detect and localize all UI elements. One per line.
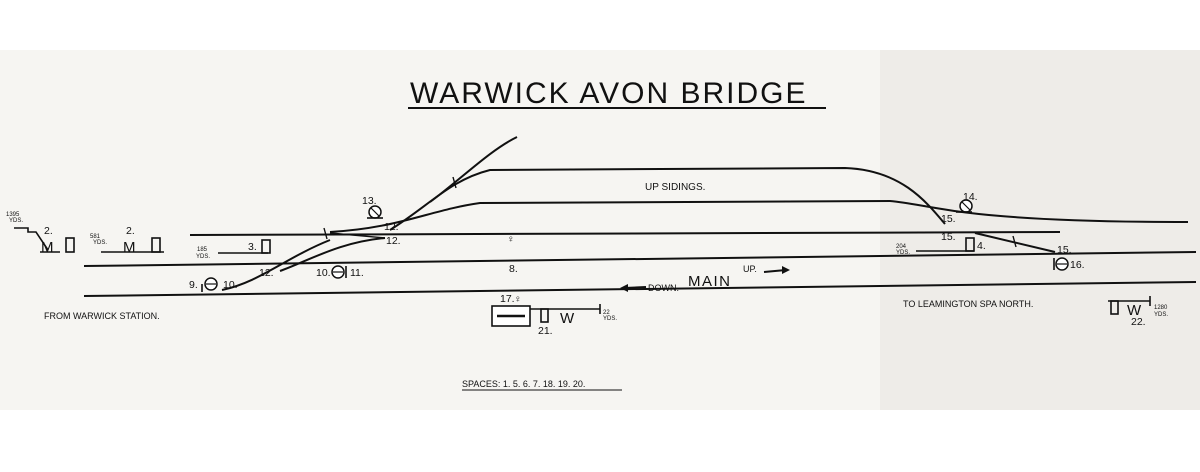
lever-15c-label: 15. [1057, 244, 1072, 256]
lever-16-label: 16. [1070, 259, 1085, 271]
distance-22-unit: YDS. [603, 316, 617, 322]
distance-185-unit: YDS. [196, 254, 210, 260]
ground-signal-16 [1053, 257, 1069, 271]
signal-21-arm: W [560, 310, 576, 327]
to-label: TO LEAMINGTON SPA NORTH. [903, 299, 1033, 309]
lever-9-label: 9. [189, 279, 198, 291]
lever-2-label: 2. [44, 225, 53, 237]
distance-1395-unit: YDS. [9, 218, 23, 224]
lever-17-symbol: ♀ [514, 294, 522, 305]
catch-point-tick [323, 227, 328, 240]
main-line-label: MAIN [688, 273, 732, 290]
home-signal-post [151, 237, 161, 253]
lever-15b-label: 15. [941, 231, 956, 243]
down-arrow-head [620, 284, 628, 292]
lever-2b-label: 2. [126, 225, 135, 237]
diagram-title: WARWICK AVON BRIDGE [410, 77, 808, 110]
lever-12c-label: 12. [386, 235, 401, 247]
lever-8-symbol: ♀ [507, 234, 515, 245]
signal-4-post [965, 237, 975, 252]
distance-1395: 1395 [6, 212, 20, 218]
lever-11-label: 11. [350, 267, 364, 279]
lever-10b-label: 10. [316, 267, 331, 279]
lever-4-label: 4. [977, 240, 986, 252]
ground-signal-10 [201, 277, 218, 292]
distance-185: 185 [197, 247, 208, 253]
distance-1280: 1280 [1154, 305, 1168, 311]
distant-arm-symbol: M [41, 239, 55, 256]
crossover-west-2 [279, 237, 386, 272]
distance-1280-unit: YDS. [1154, 312, 1168, 318]
signal-22-arm: W [1127, 302, 1143, 319]
catch-point-tick [1012, 235, 1017, 248]
down-main-line [83, 281, 1197, 297]
signal-3-post [261, 239, 271, 254]
distance-581-unit: YDS. [93, 240, 107, 246]
ground-signal-14 [956, 199, 973, 213]
distance-581: 581 [90, 234, 101, 240]
ground-signal-13 [367, 205, 383, 219]
lever-14-label: 14. [963, 191, 978, 203]
lever-12-label: 12. [259, 267, 274, 279]
lever-13-label: 13. [362, 195, 377, 207]
up-main-line [83, 251, 1197, 267]
from-label: FROM WARWICK STATION. [44, 311, 160, 321]
lever-10-label: 10. [223, 279, 238, 291]
lever-8-label: 8. [509, 263, 518, 275]
trap-point-12 [329, 232, 386, 239]
lever-12b-label: 12. [384, 221, 399, 233]
spaces-note: SPACES: 1. 5. 6. 7. 18. 19. 20. [462, 379, 585, 389]
home-arm-symbol: M [123, 239, 137, 256]
distant-signal-post-1395 [14, 227, 49, 251]
distance-204-unit: YDS. [896, 250, 910, 256]
catch-point-tick [452, 176, 457, 189]
siding-head-shunt [429, 136, 518, 203]
signal-box-symbol [65, 237, 75, 253]
up-direction-label: UP. [743, 264, 757, 274]
lever-17-label: 17. [500, 293, 515, 305]
ground-signal-11 [331, 265, 347, 279]
bleed-through-area [880, 50, 1200, 410]
distance-22: 22 [603, 310, 610, 316]
lever-3-label: 3. [248, 241, 257, 253]
signal-22-post [1110, 300, 1119, 315]
crossover-west-1 [221, 239, 331, 291]
lever-15-label: 15. [941, 213, 956, 225]
up-sidings-road-lower [329, 199, 1189, 233]
distance-204: 204 [896, 244, 907, 250]
relief-line [189, 231, 1061, 236]
down-direction-label: DOWN. [648, 283, 679, 293]
up-sidings-label: UP SIDINGS. [645, 182, 705, 193]
signal-21-post [540, 308, 549, 323]
diagram-sheet [0, 50, 1200, 410]
up-arrow-head [782, 266, 790, 274]
lever-22-label: 22. [1131, 316, 1146, 328]
lever-21-label: 21. [538, 325, 553, 337]
up-sidings-road-upper [389, 166, 946, 231]
